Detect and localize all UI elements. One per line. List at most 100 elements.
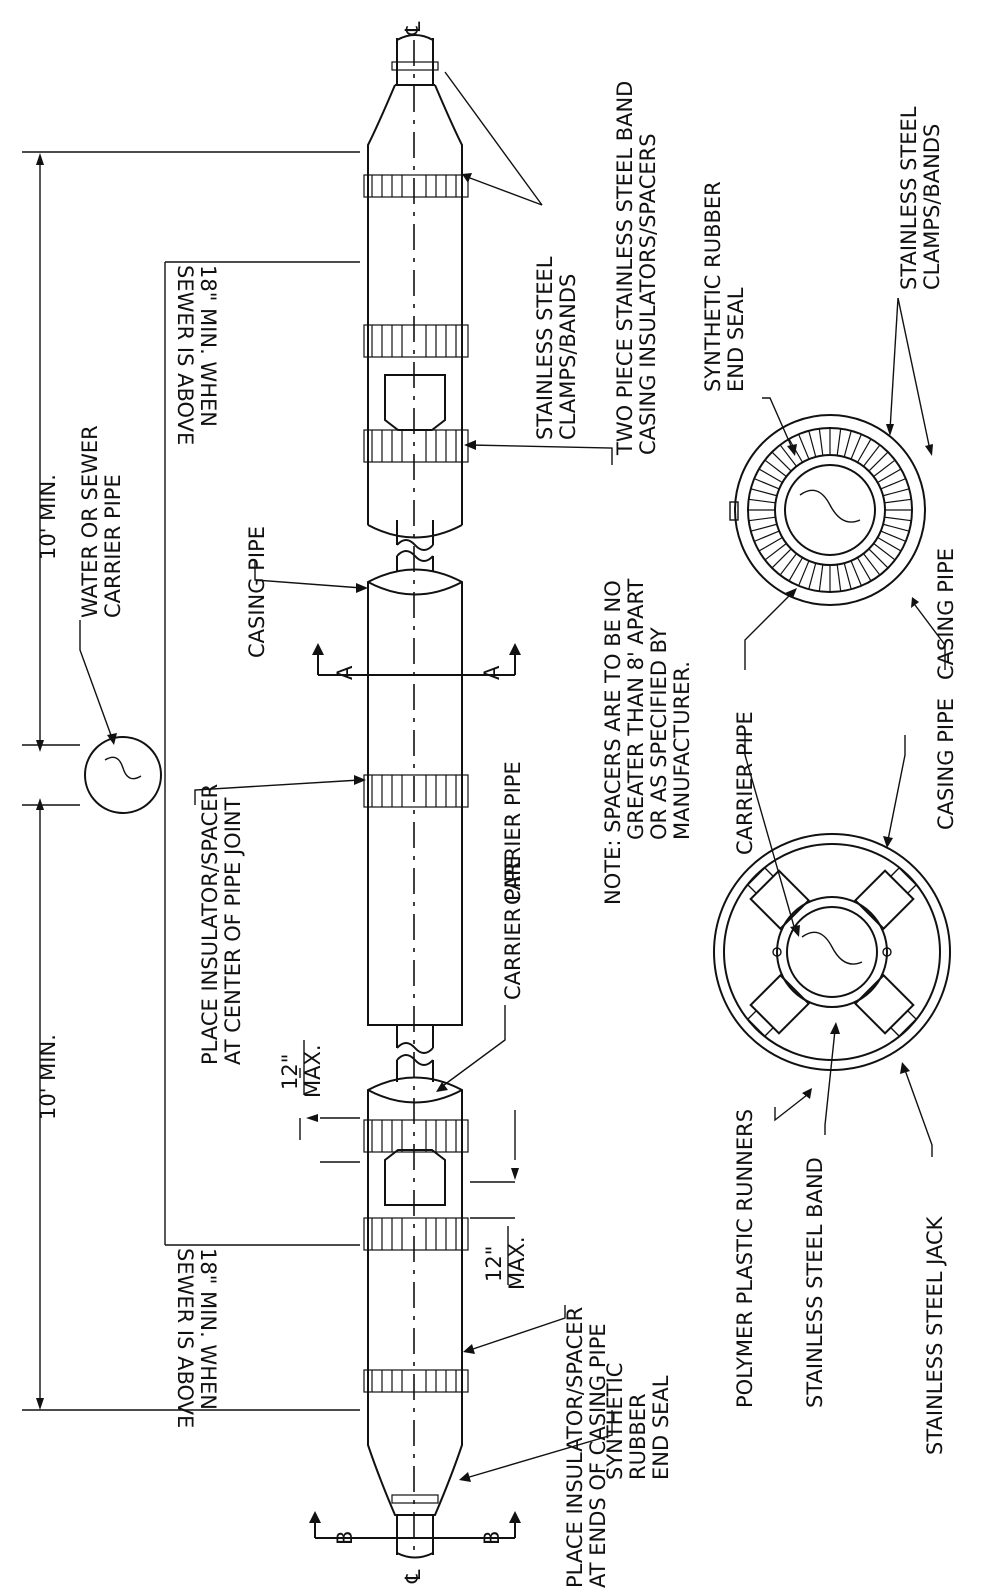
insulator-rib bbox=[771, 451, 792, 472]
section-a-label-left: A bbox=[333, 665, 357, 680]
insulator-rib bbox=[779, 553, 797, 576]
insulator-rib bbox=[873, 543, 896, 561]
ten-min-bottom-label: 10' MIN. bbox=[36, 1034, 60, 1120]
insulator-rib bbox=[868, 451, 889, 472]
insulator-rib bbox=[850, 434, 862, 460]
insulator-rib bbox=[873, 459, 896, 477]
insulator-rib bbox=[836, 428, 842, 456]
max12-b-num: 12" bbox=[482, 1246, 506, 1282]
note-line3: OR AS SPECIFIED BY bbox=[647, 627, 671, 840]
min18-top-line1: 18" MIN. WHEN bbox=[196, 265, 220, 427]
stainless-bands-right-line1: STAINLESS STEEL bbox=[897, 106, 921, 290]
carrier-pipe-lower-label: CARRIER PIPE bbox=[501, 856, 525, 1000]
section-a-casing-circle bbox=[734, 414, 926, 606]
insulator-rib bbox=[750, 523, 778, 532]
place-ends-line1: PLACE INSULATOR/SPACER bbox=[563, 1307, 587, 1588]
insulator-rib bbox=[856, 438, 872, 463]
spacer-band-center bbox=[363, 774, 469, 808]
insulator-rib bbox=[880, 530, 906, 542]
insulator-rib bbox=[843, 430, 852, 458]
annotations: 10' MIN. 10' MIN. WATER OR SEWER CARRIER… bbox=[36, 81, 958, 1588]
section-cut-b: B B bbox=[309, 1511, 521, 1545]
synthetic-left-line1: SYNTHETIC bbox=[603, 1363, 627, 1480]
insulator-rib bbox=[808, 562, 817, 590]
insulator-rib bbox=[808, 430, 817, 458]
runner-3 bbox=[746, 973, 811, 1038]
section-b-label-right: B bbox=[480, 1531, 504, 1545]
min18-bottom-line1: 18" MIN. WHEN bbox=[196, 1248, 220, 1410]
note-line2: GREATER THAN 8' APART bbox=[624, 578, 648, 840]
stainless-jack-label: STAINLESS STEEL JACK bbox=[923, 1215, 947, 1455]
pipe-assembly: ℄ ℄ bbox=[299, 21, 519, 1584]
synthetic-left-line2: RUBBER bbox=[626, 1393, 650, 1480]
insulator-rib bbox=[798, 560, 810, 586]
water-sewer-pipe-symbol bbox=[84, 736, 162, 814]
runner-4 bbox=[746, 866, 811, 931]
ten-min-top-label: 10' MIN. bbox=[36, 474, 60, 560]
spacer-band-2 bbox=[363, 324, 469, 358]
max12-dimensions bbox=[299, 1068, 519, 1219]
max12-b-den: MAX. bbox=[505, 1236, 529, 1290]
insulator-rib bbox=[877, 468, 902, 484]
polymer-runners-label: POLYMER PLASTIC RUNNERS bbox=[733, 1109, 757, 1408]
casing-pipe-section-right-label: CASING PIPE bbox=[934, 698, 958, 830]
insulator-rib bbox=[877, 536, 902, 552]
two-piece-line2: CASING INSULATORS/SPACERS bbox=[636, 133, 660, 455]
insulator-rib bbox=[748, 516, 776, 522]
insulator-rib bbox=[758, 468, 783, 484]
section-b-casing-circle bbox=[713, 833, 951, 1071]
max12-a-den: MAX. bbox=[301, 1044, 325, 1098]
insulator-rib bbox=[779, 444, 797, 467]
spacer-band-5 bbox=[363, 1217, 469, 1251]
section-cut-a: A A bbox=[312, 643, 521, 680]
spacer-band-1 bbox=[363, 174, 469, 198]
spacer-band-3 bbox=[363, 429, 469, 463]
insulator-rib bbox=[798, 434, 810, 460]
insulator-rib bbox=[856, 557, 872, 582]
place-center-line1: PLACE INSULATOR/SPACER bbox=[198, 784, 222, 1065]
lower-casing-section bbox=[363, 1054, 469, 1559]
carrier-pipe-mid-label: CARRIER PIPE bbox=[501, 761, 525, 905]
insulator-rib bbox=[818, 428, 824, 456]
insulator-rib bbox=[754, 530, 780, 542]
carrier-pipe-section-label: CARRIER PIPE bbox=[733, 711, 757, 855]
insulator-rib bbox=[863, 444, 881, 467]
insulator-rib bbox=[750, 488, 778, 497]
insulator-rib bbox=[764, 459, 787, 477]
centerline-symbol-bottom: ℄ bbox=[401, 1569, 425, 1584]
water-sewer-label-line2: CARRIER PIPE bbox=[101, 474, 125, 618]
insulator-rib bbox=[880, 478, 906, 490]
insulator-rib bbox=[818, 564, 824, 592]
max12-a-num: 12" bbox=[278, 1054, 302, 1090]
upper-casing-section bbox=[363, 34, 469, 551]
water-sewer-label-line1: WATER OR SEWER bbox=[78, 425, 102, 618]
note-line1: NOTE: SPACERS ARE TO BE NO bbox=[601, 580, 625, 905]
stainless-band-label: STAINLESS STEEL BAND bbox=[803, 1157, 827, 1408]
min18-top-line2: SEWER IS ABOVE bbox=[173, 265, 197, 445]
stainless-bands-top-line2: CLAMPS/BANDS bbox=[556, 274, 580, 440]
insulator-rib bbox=[882, 523, 910, 532]
separation-dimensions bbox=[22, 151, 360, 1411]
middle-casing-section bbox=[363, 550, 469, 1054]
insulator-rib bbox=[788, 557, 804, 582]
insulator-rib bbox=[882, 488, 910, 497]
note-line4: MANUFACTURER. bbox=[670, 661, 694, 840]
casing-pipe-top-label: CASING PIPE bbox=[245, 526, 269, 658]
insulator-rib bbox=[843, 562, 852, 590]
stainless-bands-right-line2: CLAMPS/BANDS bbox=[920, 124, 944, 290]
synthetic-right-line2: END SEAL bbox=[724, 287, 748, 392]
spacer-band-6 bbox=[363, 1369, 469, 1393]
insulator-rib bbox=[884, 516, 912, 522]
runner-1 bbox=[853, 866, 918, 931]
insulator-rib bbox=[758, 536, 783, 552]
insulator-rib bbox=[884, 498, 912, 504]
section-b-view bbox=[713, 730, 951, 1157]
section-a-view bbox=[729, 297, 946, 670]
section-a-ribs bbox=[748, 428, 912, 592]
insulator-rib bbox=[868, 548, 889, 569]
place-center-line2: AT CENTER OF PIPE JOINT bbox=[221, 797, 245, 1065]
section-b-label-left: B bbox=[333, 1531, 357, 1545]
insulator-rib bbox=[836, 564, 842, 592]
stainless-bands-top-line1: STAINLESS STEEL bbox=[533, 256, 557, 440]
